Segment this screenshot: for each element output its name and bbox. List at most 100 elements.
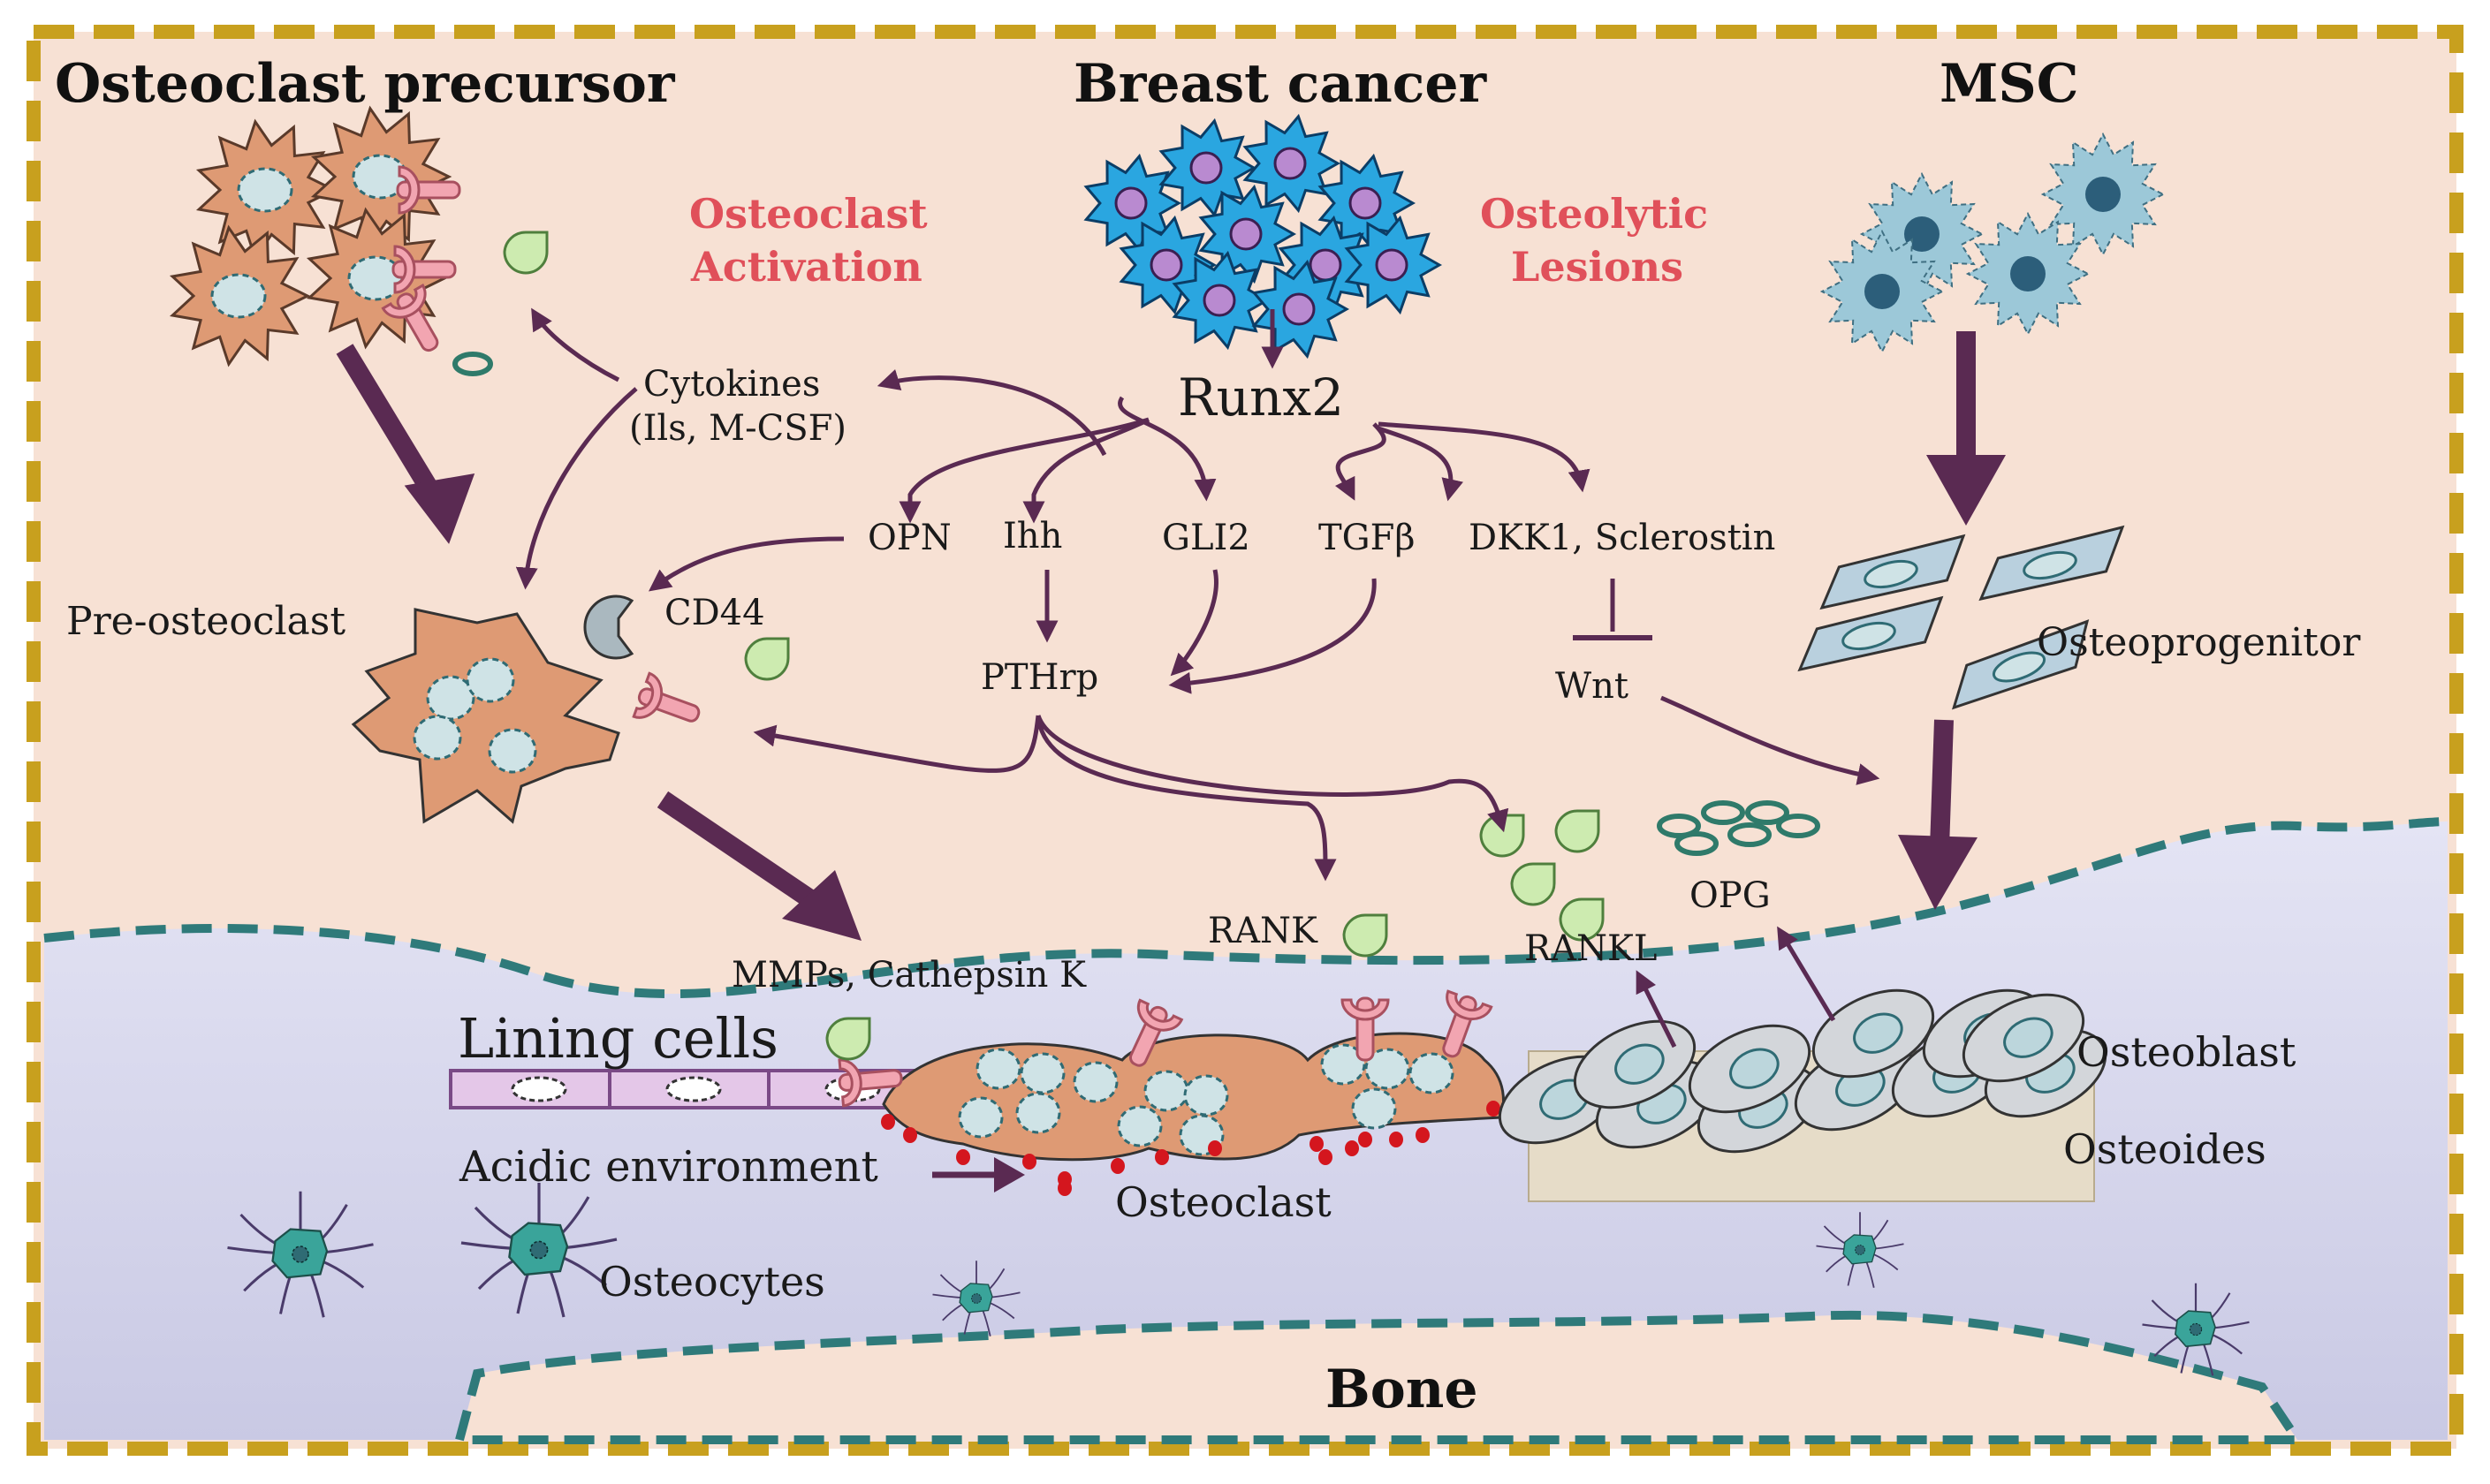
rankl-ligand: [1342, 913, 1388, 958]
receptor: [381, 284, 439, 352]
osteoprogenitor-cells: [1797, 525, 2125, 710]
nucleus: [1408, 1052, 1454, 1094]
label-osteolytic-lesions-1: Osteolytic: [1480, 190, 1708, 238]
nucleus: [1020, 1052, 1066, 1094]
osteoblast-cells: [1498, 988, 2107, 1154]
msc-nucleus: [2010, 256, 2046, 292]
msc-nucleus: [1904, 216, 1940, 252]
receptor: [396, 165, 461, 215]
msc-nucleus: [1864, 274, 1900, 309]
label-lining-cells: Lining cells: [458, 1006, 778, 1071]
label-pre-osteoclast: Pre-osteoclast: [66, 599, 345, 644]
receptor: [1128, 998, 1184, 1067]
osteocyte: [1816, 1212, 1904, 1288]
proton-dot: [1486, 1101, 1500, 1117]
label-tgfb: TGFβ: [1318, 518, 1416, 558]
label-rankl: RANKL: [1524, 928, 1657, 969]
label-mmps-cathepsin-k: MMPs, Cathepsin K: [732, 955, 1087, 996]
nucleus: [958, 1096, 1004, 1139]
proton-dot: [956, 1149, 970, 1165]
cancer-nucleus: [1348, 186, 1382, 220]
rankl-ligand: [503, 231, 549, 275]
label-osteoides: Osteoides: [2063, 1125, 2266, 1173]
receptor: [1442, 989, 1493, 1058]
bone-surface-line: [43, 817, 2448, 998]
proton-dot: [1058, 1180, 1072, 1196]
osteocyte: [932, 1261, 1021, 1336]
osteocyte: [460, 1182, 618, 1318]
nucleus: [1117, 1105, 1163, 1147]
osteoblast-cell: [1573, 1019, 1697, 1109]
cancer-nucleus: [1375, 248, 1408, 282]
label-cytokines: Cytokines: [643, 364, 820, 405]
proton-dot: [1389, 1132, 1403, 1147]
cancer-nucleus: [1203, 284, 1236, 317]
nucleus: [413, 715, 462, 761]
pre-osteoclast-body: [351, 608, 620, 824]
label-cd44: CD44: [664, 593, 765, 633]
cancer-nucleus: [1114, 186, 1148, 220]
dashed-frame: [27, 25, 2463, 1456]
rankl-ligand: [1559, 897, 1605, 942]
breast-cancer-cells: [1083, 113, 1443, 360]
progenitor-cell: [1819, 534, 1966, 610]
label-runx2: Runx2: [1178, 367, 1344, 428]
label-rank: RANK: [1208, 911, 1318, 951]
nucleus: [237, 167, 293, 213]
proton-dot: [903, 1127, 917, 1143]
nucleus: [1015, 1092, 1061, 1134]
opg-ring: [452, 352, 493, 376]
opg-molecules: [1657, 800, 1820, 856]
label-osteoclast-activation-2: Activation: [690, 243, 922, 291]
label-acidic-environment: Acidic environment: [459, 1142, 878, 1192]
pre-osteoclast-cell: [351, 594, 790, 824]
nucleus: [210, 273, 267, 319]
nucleus: [976, 1048, 1021, 1090]
cd44-receptor: [583, 594, 634, 660]
bone-marrow-cavity: [453, 1310, 2306, 1444]
proton-dot: [1111, 1158, 1125, 1174]
nucleus: [1364, 1048, 1410, 1090]
opg-ring: [1745, 800, 1789, 825]
nucleus: [1143, 1070, 1189, 1112]
receptor: [838, 1058, 903, 1108]
cancer-nucleus: [1309, 248, 1342, 282]
osteoblast-cell: [1811, 988, 1935, 1079]
proton-dot: [1358, 1132, 1372, 1147]
label-cytokines-detail: (Ils, M-CSF): [629, 408, 846, 449]
osteocyte-cells: [227, 1182, 2250, 1376]
proton-dot: [1155, 1149, 1169, 1165]
label-opg: OPG: [1689, 875, 1771, 916]
nucleus: [1320, 1043, 1366, 1086]
rankl-ligand: [1554, 809, 1600, 853]
label-pthrp: PTHrp: [981, 657, 1098, 698]
osteoblast-cell: [1688, 1024, 1811, 1114]
cancer-nucleus: [1189, 151, 1223, 185]
rankl-ligand: [1510, 862, 1556, 906]
cancer-nucleus: [1282, 292, 1316, 326]
label-osteoprogenitor: Osteoprogenitor: [2037, 620, 2361, 665]
label-opn: OPN: [868, 518, 952, 558]
proton-dot: [1345, 1140, 1359, 1156]
title-osteoclast-precursor: Osteoclast precursor: [55, 53, 676, 115]
proton-dot: [1318, 1149, 1332, 1165]
nucleus: [488, 728, 537, 774]
opg-ring: [1701, 800, 1745, 825]
proton-dot: [1416, 1127, 1430, 1143]
rankl-ligand: [744, 637, 790, 681]
label-wnt: Wnt: [1555, 666, 1628, 707]
title-bone: Bone: [1325, 1359, 1478, 1420]
label-dkk1-sclerostin: DKK1, Sclerostin: [1469, 518, 1775, 558]
cancer-nucleus: [1273, 147, 1307, 180]
msc-nucleus: [2085, 177, 2121, 212]
opg-ring: [1674, 831, 1719, 856]
title-breast-cancer: Breast cancer: [1074, 53, 1487, 115]
progenitor-cell: [1952, 619, 2090, 710]
receptor: [391, 245, 457, 294]
proton-dot: [1022, 1154, 1036, 1170]
label-osteoclast-activation-1: Osteoclast: [689, 190, 928, 238]
msc-cells: [1819, 132, 2166, 354]
label-osteoblast: Osteoblast: [2076, 1028, 2296, 1076]
opg-ring: [1727, 822, 1772, 847]
